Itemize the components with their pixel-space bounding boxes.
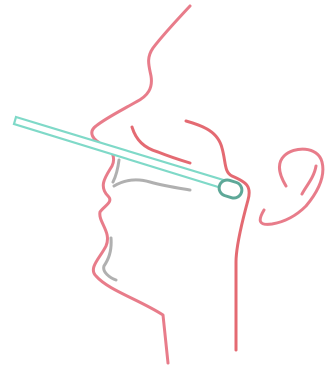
- nasopharynx-line: [186, 121, 249, 350]
- face-profile-outline: [92, 6, 190, 363]
- ear-outline: [260, 149, 323, 224]
- ear-inner: [302, 166, 316, 194]
- tongue-surface: [114, 180, 190, 190]
- endotracheal-tube: [14, 117, 230, 190]
